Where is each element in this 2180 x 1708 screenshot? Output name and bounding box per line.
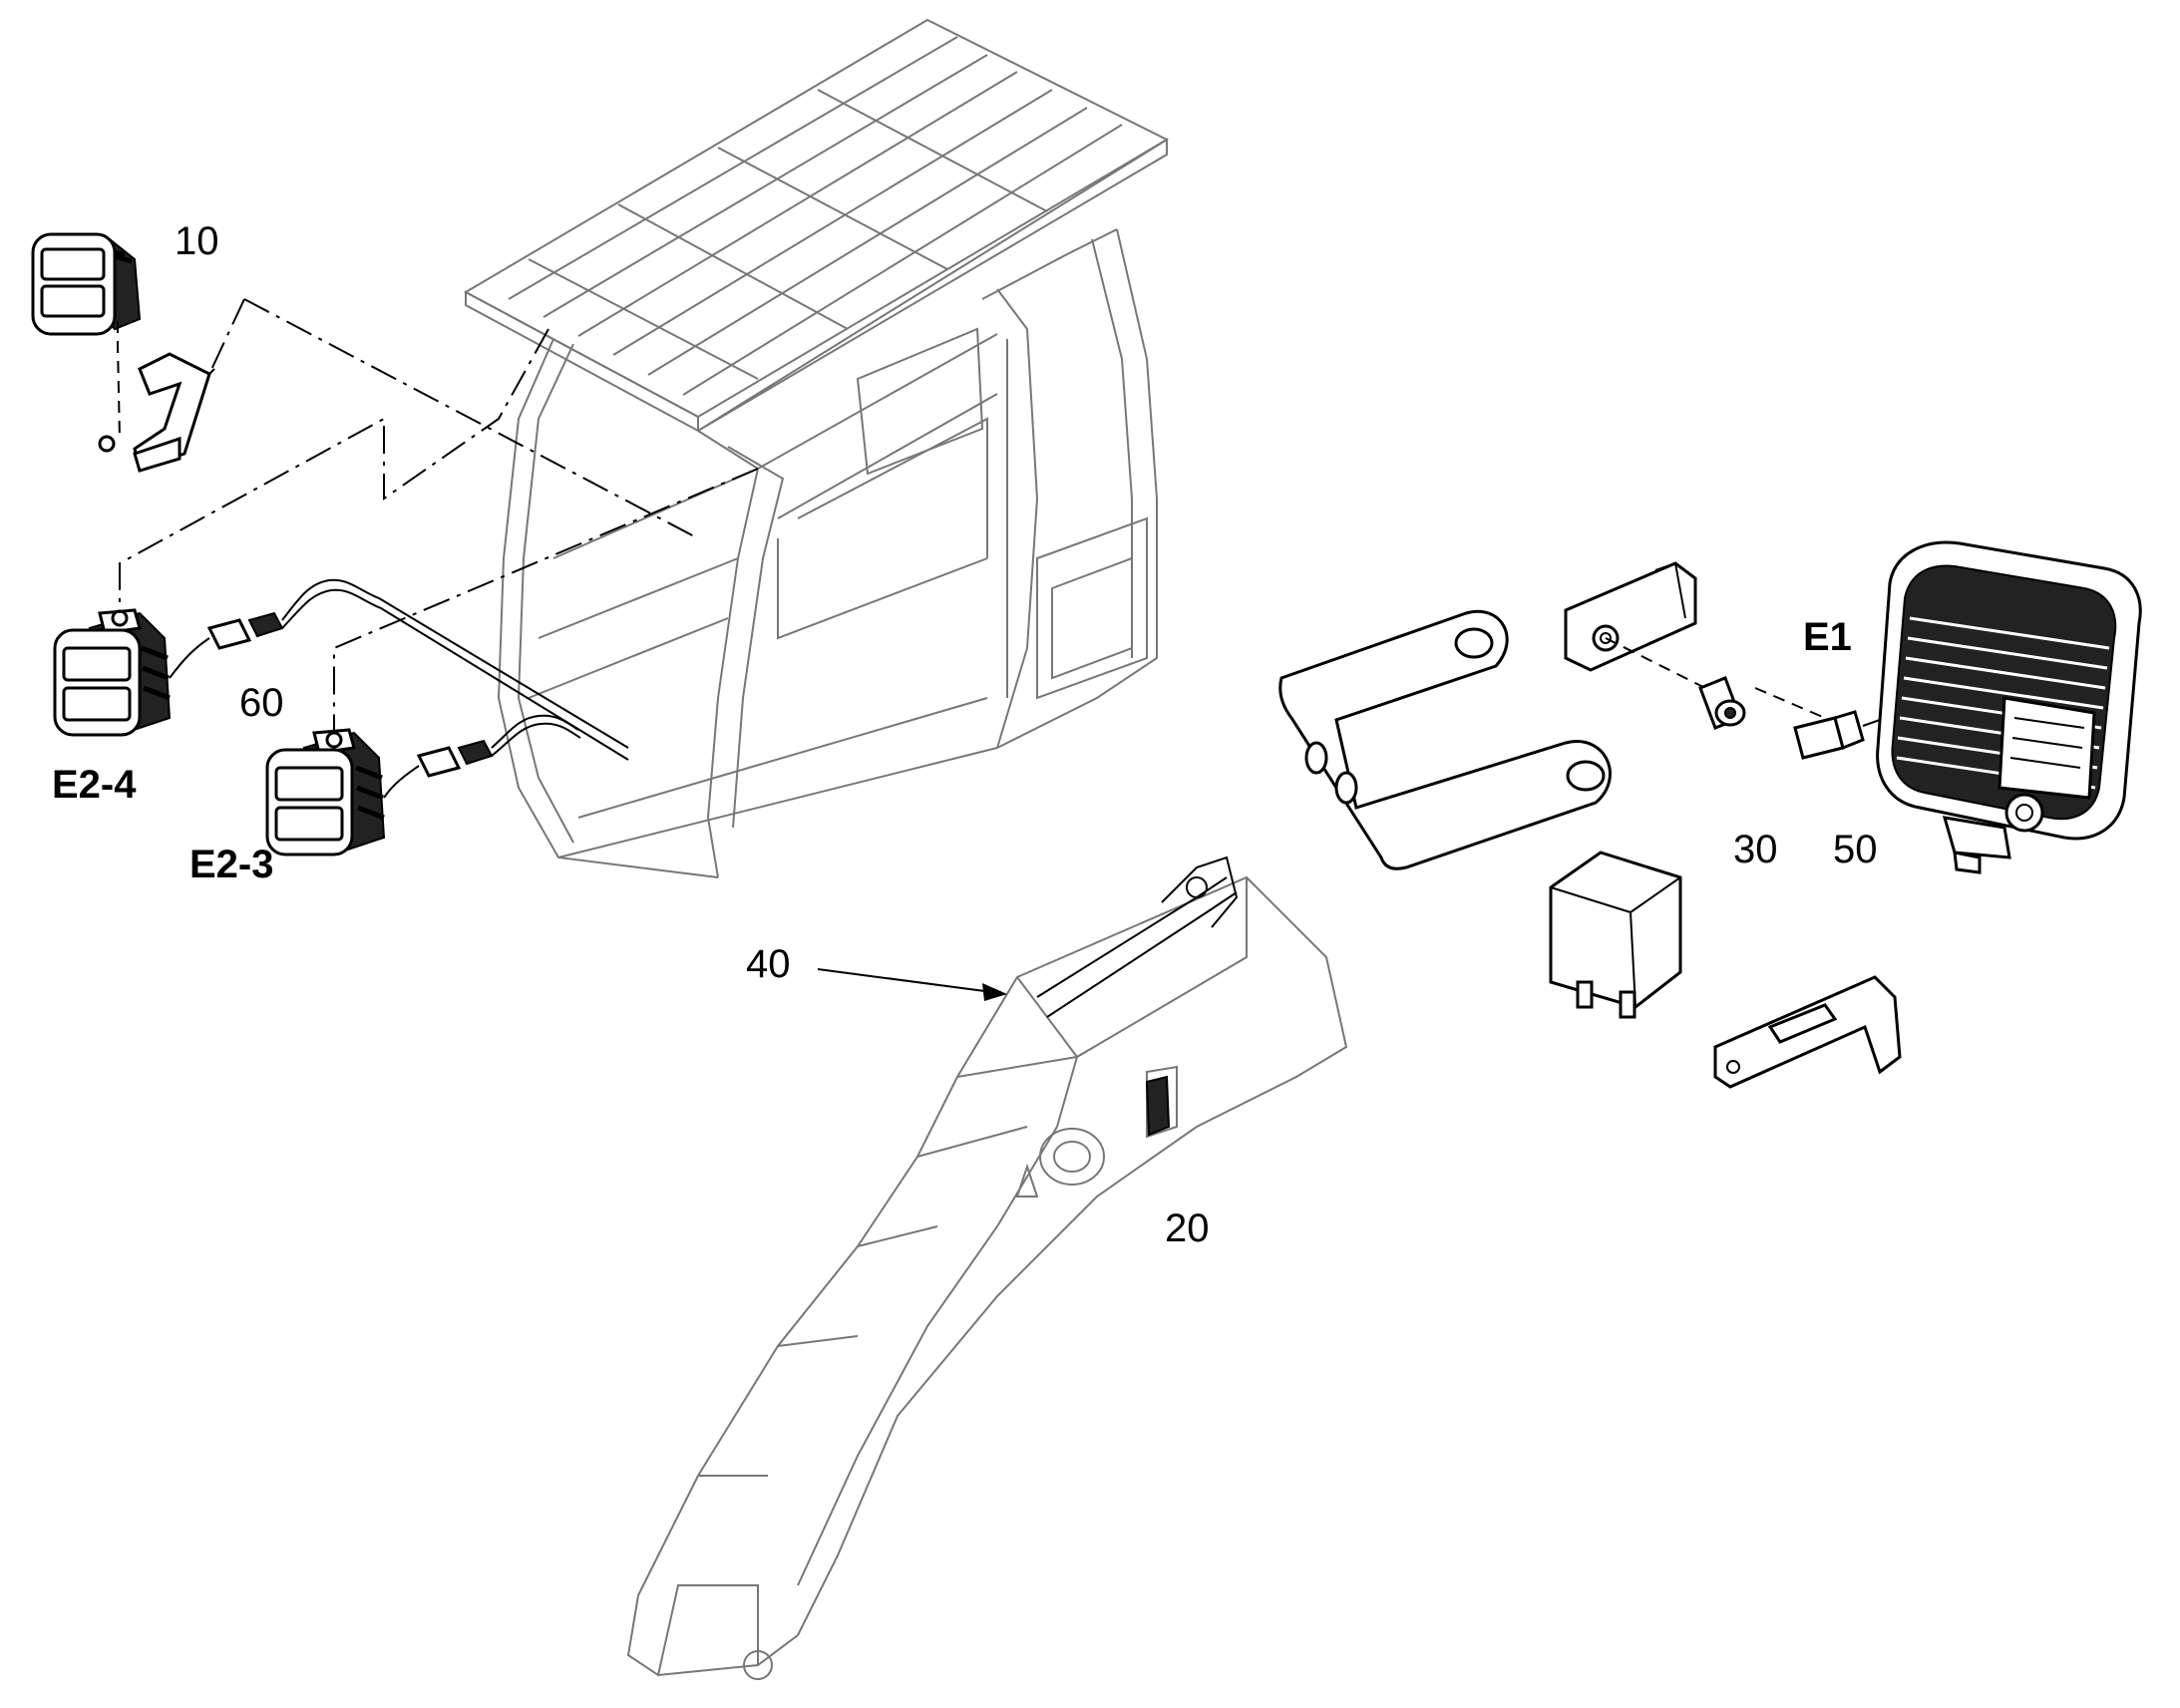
- lamp-bracket-10: [98, 352, 215, 473]
- callout-20: 20: [1165, 1206, 1210, 1250]
- work-lamp-10: [31, 232, 142, 336]
- callout-60: 60: [239, 681, 284, 725]
- cab-structure: [463, 18, 1170, 878]
- callout-30: 30: [1733, 828, 1778, 871]
- plug-connector: [1793, 710, 1881, 760]
- cap-screw-30: [1698, 676, 1746, 730]
- leader-lines: [117, 298, 759, 733]
- callout-e2-4: E2-4: [52, 763, 137, 807]
- callout-e1: E1: [1803, 615, 1852, 659]
- leader-arrow-40: [817, 968, 1007, 1001]
- callout-10: 10: [175, 219, 219, 263]
- callout-40: 40: [746, 942, 791, 986]
- angle-bracket: [1713, 975, 1902, 1089]
- cable-harness-60: [169, 578, 629, 799]
- work-lamp-e1: [1876, 540, 2142, 874]
- u-bracket: [1278, 609, 1612, 870]
- boom-lamp-icon: [1145, 1075, 1171, 1137]
- boom-assembly: [626, 855, 1348, 1680]
- relay: [1549, 851, 1682, 1019]
- work-lamp-e2-3: [265, 728, 386, 856]
- clamp-plate: [1564, 561, 1697, 672]
- callout-e2-3: E2-3: [189, 843, 274, 886]
- work-lamp-e2-4: [53, 608, 172, 737]
- callout-50: 50: [1833, 828, 1878, 871]
